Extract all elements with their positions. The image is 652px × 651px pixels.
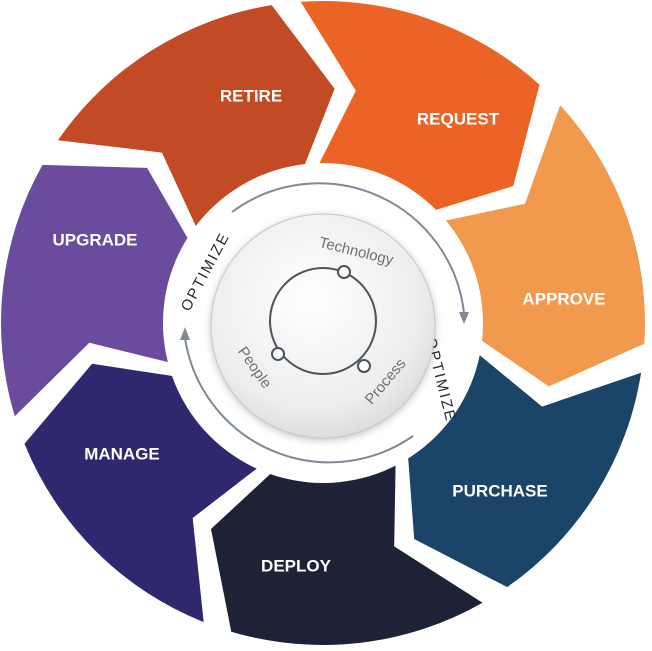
core-disk: Technology Process People — [210, 213, 436, 439]
segment-label-approve: APPROVE — [522, 289, 605, 308]
segment-upgrade: UPGRADE — [1, 164, 195, 417]
segment-request: REQUEST — [300, 1, 540, 215]
segment-label-upgrade: UPGRADE — [52, 230, 137, 249]
segment-label-retire: RETIRE — [220, 86, 282, 105]
node-process — [357, 359, 371, 373]
segment-purchase: PURCHASE — [407, 345, 642, 588]
core-cycle-ring — [269, 267, 377, 375]
optimize-arrowhead-right — [459, 312, 469, 324]
optimize-arc-bottom — [184, 337, 414, 464]
segment-label-purchase: PURCHASE — [452, 481, 547, 500]
node-technology — [337, 265, 351, 279]
optimize-arc-top — [231, 182, 465, 314]
segment-approve: APPROVE — [431, 105, 645, 387]
optimize-arrowhead-left — [180, 327, 190, 340]
segment-deploy: DEPLOY — [211, 450, 483, 646]
segment-label-deploy: DEPLOY — [261, 556, 332, 575]
segment-label-manage: MANAGE — [84, 444, 160, 463]
segment-label-request: REQUEST — [417, 109, 500, 128]
node-people — [271, 347, 285, 361]
